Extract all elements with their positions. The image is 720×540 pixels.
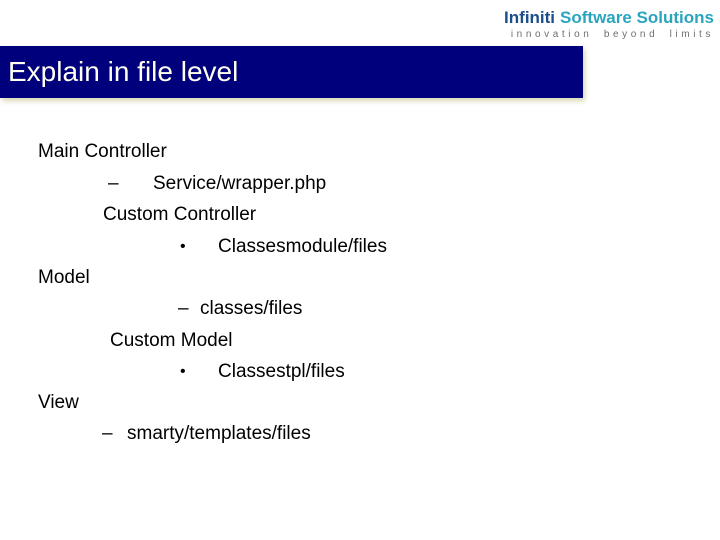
- list-item: • Classesmodule/files: [0, 236, 720, 260]
- list-item: – Service/wrapper.php: [0, 173, 720, 197]
- list-item: – smarty/templates/files: [0, 423, 720, 447]
- list-item: Custom Controller: [0, 204, 720, 228]
- list-item-label: Classestpl/files: [218, 361, 345, 382]
- list-item: • Classestpl/files: [0, 361, 720, 385]
- list-item: View: [0, 392, 720, 416]
- dash-bullet: –: [102, 423, 113, 444]
- list-item-label: Custom Model: [110, 330, 233, 351]
- dash-bullet: –: [108, 173, 119, 194]
- list-item-label: Service/wrapper.php: [153, 173, 327, 194]
- dot-bullet: •: [180, 363, 186, 380]
- list-item: – classes/files: [0, 298, 720, 322]
- list-item-label: smarty/templates/files: [127, 423, 311, 444]
- list-item-label: Main Controller: [38, 141, 167, 162]
- list-item: Custom Model: [0, 330, 720, 354]
- list-item: Model: [0, 267, 720, 291]
- list-item: Main Controller: [0, 141, 720, 165]
- dot-bullet: •: [180, 238, 186, 255]
- list-item-label: Classesmodule/files: [218, 236, 387, 257]
- slide-title: Explain in file level: [8, 56, 239, 87]
- list-item-label: Model: [38, 267, 90, 288]
- logo-brand-primary: Infiniti: [504, 8, 556, 27]
- title-bar: Explain in file level: [0, 46, 583, 98]
- list-item-label: View: [38, 392, 79, 413]
- logo-tagline: innovation beyond limits: [510, 29, 714, 40]
- list-item-label: classes/files: [200, 298, 303, 319]
- dash-bullet: –: [178, 298, 189, 319]
- list-item-label: Custom Controller: [103, 204, 257, 225]
- logo-brand-secondary: Software Solutions: [560, 8, 714, 27]
